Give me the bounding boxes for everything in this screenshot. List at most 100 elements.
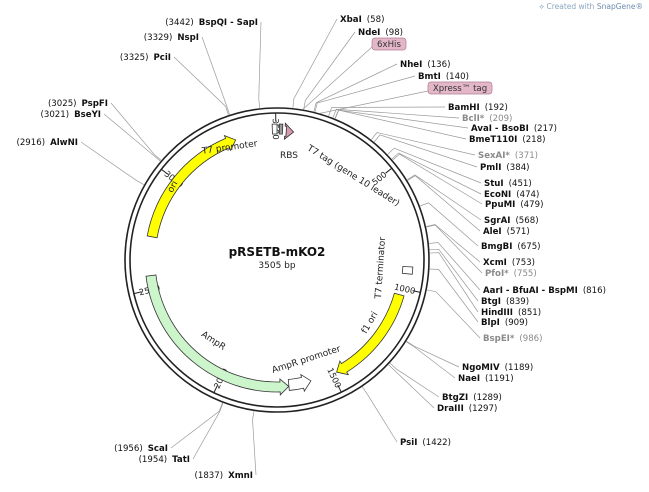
site-label-naei[interactable]: NaeI(1191) xyxy=(458,374,514,384)
feature-ampr-promoter[interactable] xyxy=(287,373,312,393)
feature-t7-terminator[interactable] xyxy=(401,266,414,275)
tick-mark-500 xyxy=(385,167,393,174)
site-label-pfoi[interactable]: PfoI*(755) xyxy=(485,269,537,279)
site-label-pcii[interactable]: (3325)PciI xyxy=(120,53,171,63)
site-label-pspfi[interactable]: (3025)PspFI xyxy=(48,99,108,109)
site-coord-blpi: (909) xyxy=(505,318,528,328)
leader-line-xcmi xyxy=(426,224,481,263)
site-label-xbai[interactable]: XbaI(58) xyxy=(340,15,384,25)
site-label-bmgbi[interactable]: BmgBI(675) xyxy=(481,242,541,252)
leader-line-pcii xyxy=(173,56,229,116)
site-label-bamhi[interactable]: BamHI(192) xyxy=(448,103,508,113)
feature-ampr[interactable] xyxy=(145,274,290,396)
site-name-pspfi: PspFI xyxy=(82,99,108,109)
tag-leader xyxy=(302,46,373,110)
leader-line-xbai xyxy=(292,18,338,108)
site-coord-sgrai: (568) xyxy=(515,216,538,226)
site-label-avai-bsobi[interactable]: AvaI - BsoBI(217) xyxy=(471,124,557,134)
site-label-draiii[interactable]: DraIII(1297) xyxy=(437,404,497,414)
leader-line-sexai xyxy=(371,132,476,156)
tag-6xhis[interactable]: 6xHis xyxy=(371,37,407,51)
site-coord-xmni: (1837) xyxy=(195,471,224,481)
tag-text: Xpress™ tag xyxy=(433,84,487,94)
site-label-alwni[interactable]: (2916)AlwNI xyxy=(16,138,78,148)
site-name-nhei: NheI xyxy=(400,60,422,70)
leader-line-bmti xyxy=(314,75,416,112)
site-name-xmni: XmnI xyxy=(228,471,253,481)
site-coord-avai-bsobi: (217) xyxy=(534,124,557,134)
site-coord-aari-bfuai-bspmi: (816) xyxy=(583,286,606,296)
plasmid-name: pRSETB-mKO2 xyxy=(229,245,326,259)
site-label-ndei[interactable]: NdeI(98) xyxy=(358,28,403,38)
site-label-psii[interactable]: PsiI(1422) xyxy=(400,438,451,448)
site-label-xcmi[interactable]: XcmI(753) xyxy=(483,258,535,268)
site-label-bspei[interactable]: BspEI*(986) xyxy=(483,334,543,344)
feature-f1-ori[interactable] xyxy=(336,292,405,376)
site-label-sgrai[interactable]: SgrAI(568) xyxy=(484,216,539,226)
site-label-bspqi-sapi[interactable]: (3442)BspQI - SapI xyxy=(165,18,258,28)
site-label-btgi[interactable]: BtgI(839) xyxy=(481,297,529,307)
leader-line-sgrai xyxy=(407,174,482,221)
site-label-bcli[interactable]: BclI* (209) xyxy=(462,114,512,124)
site-label-xmni[interactable]: (1837) XmnI xyxy=(195,471,253,481)
site-label-ppumi[interactable]: PpuMI(479) xyxy=(485,200,543,210)
site-label-aari-bfuai-bspmi[interactable]: AarI - BfuAI - BspMI (816) xyxy=(483,286,606,296)
feature-t7-promoter[interactable] xyxy=(271,123,278,135)
site-label-stui[interactable]: StuI(451) xyxy=(484,179,532,189)
feature-t7-tag-gene-10-leader[interactable] xyxy=(283,122,295,141)
site-coord-draiii: (1297) xyxy=(469,404,498,414)
feature-label-t7-terminator: T7 terminator xyxy=(374,236,388,300)
site-label-tati[interactable]: (1954)TatI xyxy=(139,455,190,465)
feature-label-ori: ori xyxy=(166,179,180,194)
site-name-pmli: PmlI xyxy=(480,163,501,173)
site-label-hindiii[interactable]: HindIII(851) xyxy=(481,308,541,318)
site-name-alwni: AlwNI xyxy=(50,138,78,148)
feature-rbs[interactable] xyxy=(278,123,284,135)
site-label-pmli[interactable]: PmlI(384) xyxy=(480,163,530,173)
leader-line-stui xyxy=(387,147,482,184)
site-label-sexai[interactable]: SexAI* (371) xyxy=(478,151,538,161)
site-label-blpi[interactable]: BlpI(909) xyxy=(481,318,528,328)
leader-line-ppumi xyxy=(392,153,483,205)
site-coord-xcmi: (753) xyxy=(512,258,535,268)
site-label-nspi[interactable]: (3329)NspI xyxy=(144,33,199,43)
site-name-bmgbi: BmgBI xyxy=(481,242,512,252)
site-label-bmti[interactable]: BmtI(140) xyxy=(418,72,469,82)
site-name-btgi: BtgI xyxy=(481,297,501,307)
tick-mark-2500 xyxy=(133,291,142,295)
backbone-outer-strand xyxy=(124,107,430,413)
site-label-ngomiv[interactable]: NgoMIV(1189) xyxy=(462,363,533,373)
site-name-scai: ScaI xyxy=(148,444,168,454)
leader-line-psii xyxy=(362,386,398,443)
site-coord-econi: (474) xyxy=(516,190,539,200)
site-coord-nhei: (136) xyxy=(427,60,450,70)
leader-line-pmli xyxy=(373,134,478,168)
leader-line-btgzi xyxy=(389,362,440,398)
site-name-xbai: XbaI xyxy=(340,15,362,25)
site-name-bcli: BclI* xyxy=(462,114,485,124)
site-coord-alei: (571) xyxy=(507,227,530,237)
site-label-scai[interactable]: (1956) ScaI xyxy=(114,444,168,454)
site-label-alei[interactable]: AleI(571) xyxy=(483,227,530,237)
site-label-nhei[interactable]: NheI (136) xyxy=(400,60,450,70)
site-name-aari-bfuai-bspmi: AarI - BfuAI - BspMI xyxy=(483,286,578,296)
site-coord-bcli: (209) xyxy=(489,114,512,124)
tick-mark-1000 xyxy=(412,290,421,293)
feature-ori[interactable] xyxy=(146,134,237,239)
site-label-bseyi[interactable]: (3021)BseYI xyxy=(41,110,102,120)
site-coord-scai: (1956) xyxy=(114,444,143,454)
leader-line-bseyi xyxy=(103,113,161,162)
site-coord-stui: (451) xyxy=(509,179,532,189)
leader-line-bamhi xyxy=(328,106,446,117)
tag-xpress-tag[interactable]: Xpress™ tag xyxy=(427,81,493,95)
tick-mark-1500 xyxy=(337,384,342,393)
site-coord-sexai: (371) xyxy=(515,151,538,161)
plasmid-length: 3505 bp xyxy=(258,261,295,271)
site-name-psii: PsiI xyxy=(400,438,417,448)
site-label-bmet110i[interactable]: BmeT110I(218) xyxy=(469,135,545,145)
site-name-sexai: SexAI* xyxy=(478,151,510,161)
site-label-econi[interactable]: EcoNI(474) xyxy=(484,190,539,200)
leader-line-alwni xyxy=(80,141,145,185)
site-label-btgzi[interactable]: BtgZI(1289) xyxy=(442,393,502,403)
